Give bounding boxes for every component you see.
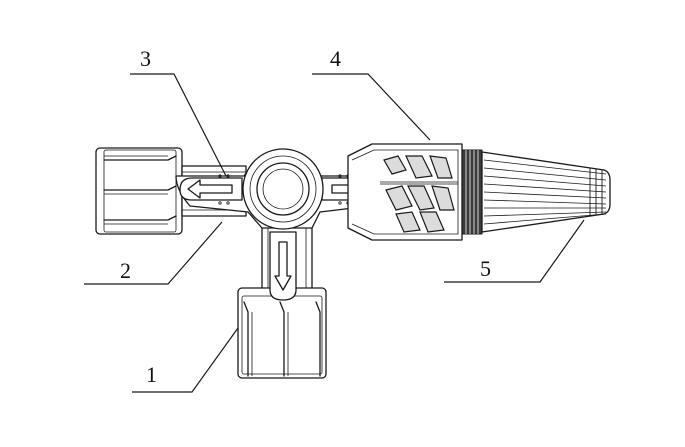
label-4: 4 xyxy=(330,46,341,71)
label-5: 5 xyxy=(480,256,491,281)
tubing-tail xyxy=(461,149,611,235)
label-3: 3 xyxy=(140,46,151,71)
label-1: 1 xyxy=(146,362,157,387)
leader-lines xyxy=(84,73,585,393)
right-rotating-connector xyxy=(347,143,463,241)
bottom-luer-connector xyxy=(237,287,327,379)
left-luer-connector xyxy=(95,147,183,235)
valve-handle xyxy=(175,148,383,301)
label-2: 2 xyxy=(120,258,131,283)
